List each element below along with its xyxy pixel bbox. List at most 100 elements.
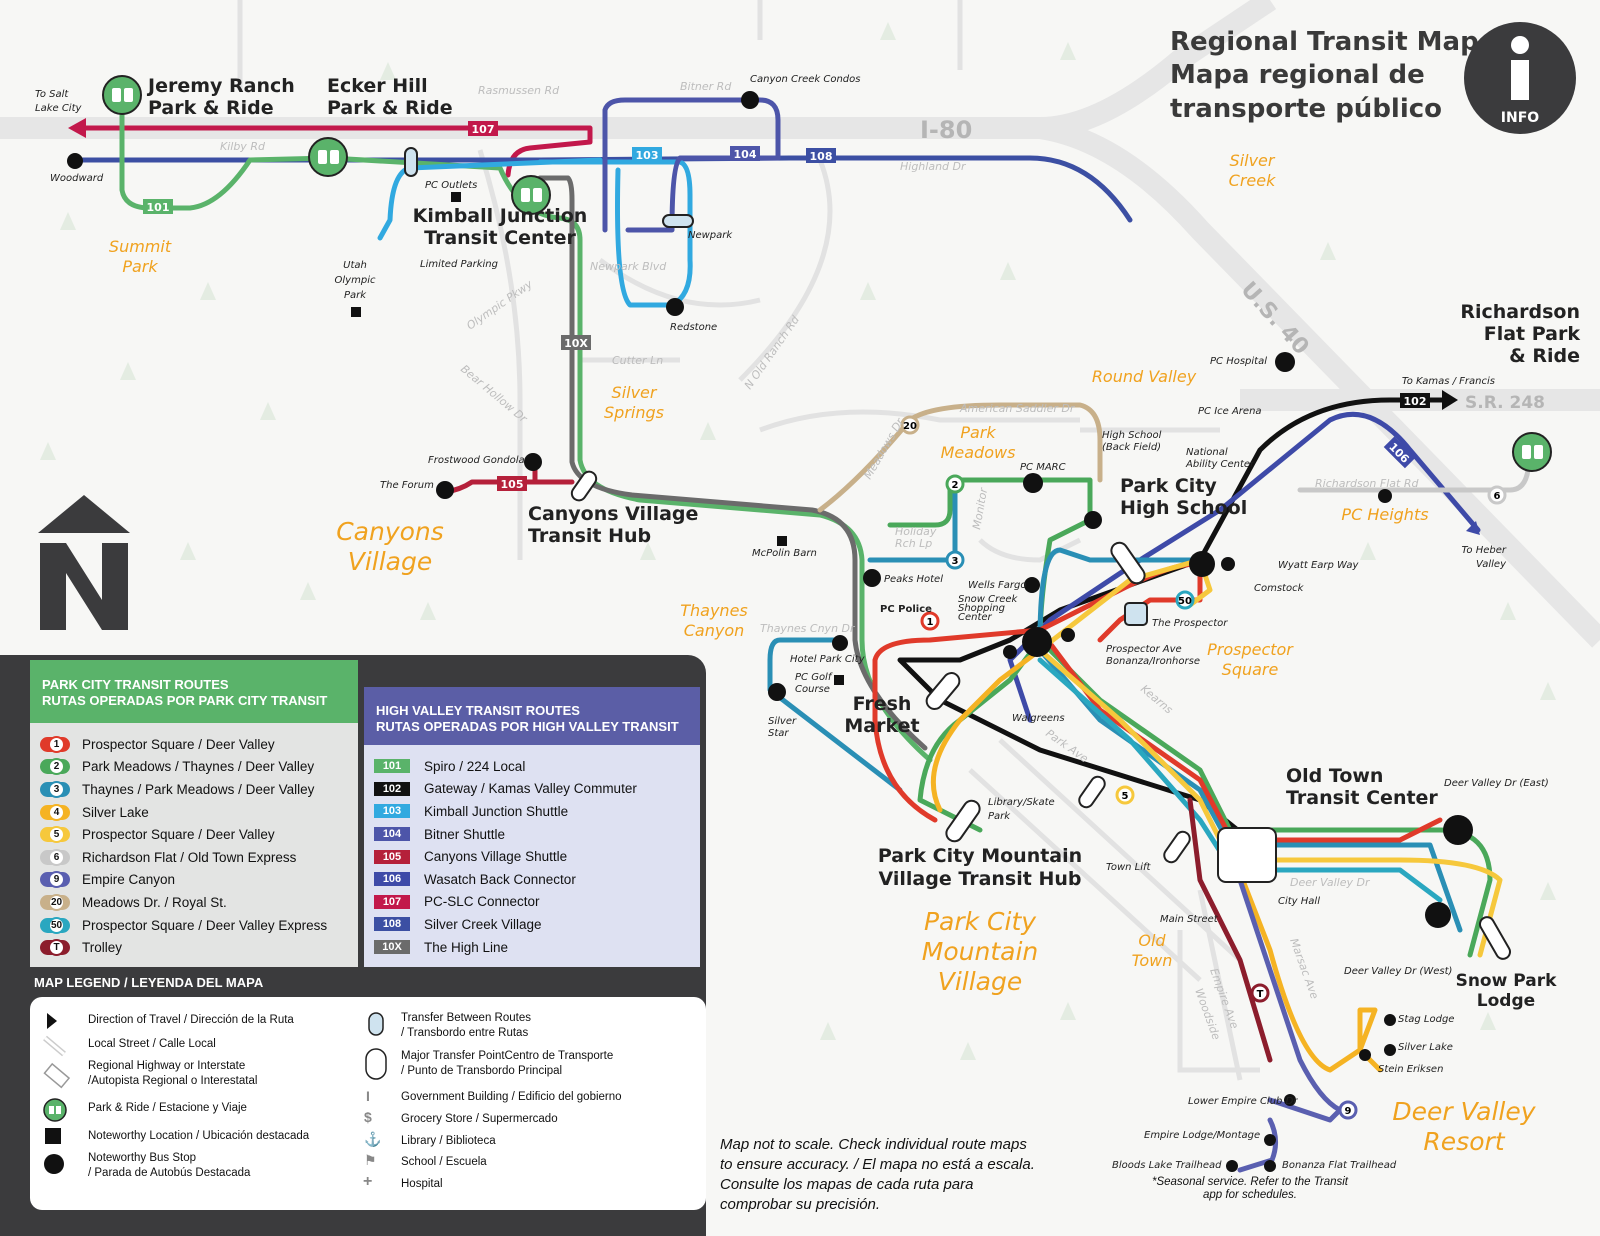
- route-104-line[interactable]: [602, 97, 781, 233]
- label-silver-lake: Silver Lake: [1398, 1042, 1453, 1053]
- info-button[interactable]: INFO: [1464, 22, 1576, 134]
- hv-route-item: 108 Silver Creek Village: [374, 913, 700, 936]
- route-pill-icon: 2: [40, 758, 70, 776]
- road-label-bitner: Bitner Rd: [680, 80, 732, 93]
- label-pc-marc: PC MARC: [1020, 462, 1066, 473]
- badge-10x: 10X: [564, 337, 588, 350]
- map-legend: Direction of Travel / Dirección de la Ru…: [30, 997, 706, 1210]
- route-3-line[interactable]: [767, 482, 1463, 933]
- hv-route-item: 107 PC-SLC Connector: [374, 891, 700, 914]
- route-pill-icon: T: [40, 939, 70, 957]
- route-badge: 101: [374, 759, 410, 774]
- route-pill-icon: 3: [40, 780, 70, 798]
- route-name: Park Meadows / Thaynes / Deer Valley: [82, 759, 315, 775]
- route-name: PC-SLC Connector: [424, 894, 540, 910]
- local-street-icon: [43, 1035, 66, 1057]
- legend-hospital: Hospital: [401, 1178, 443, 1190]
- svg-text:5: 5: [1122, 791, 1129, 802]
- tree-pattern: [40, 22, 1556, 1060]
- route-badge: 108: [374, 917, 410, 932]
- route-trolley-line[interactable]: [1187, 797, 1273, 1063]
- label-high-school-bf: High School(Back Field): [1102, 430, 1162, 453]
- road-label-kearns: Kearns: [1138, 682, 1175, 716]
- label-canyon-creek: Canyon Creek Condos: [750, 74, 860, 85]
- route-badge: 10X: [374, 940, 410, 955]
- badge-104: 104: [734, 148, 757, 161]
- route-name: Wasatch Back Connector: [424, 871, 576, 887]
- road-label-monitor: Monitor: [970, 486, 990, 531]
- legend-transfer: Transfer Between Routes / Transbordo ent…: [401, 1012, 531, 1039]
- route-50-line[interactable]: [1037, 657, 1443, 903]
- route-102-line[interactable]: [897, 397, 1453, 843]
- route-4-line[interactable]: [930, 647, 1383, 1073]
- badge-103: 103: [636, 149, 659, 162]
- route-pill-icon: 5: [40, 826, 70, 844]
- label-pc-outlets: PC Outlets: [425, 180, 477, 191]
- svg-text:9: 9: [1345, 1106, 1352, 1117]
- road-label-marsac: Marsac Ave: [1287, 937, 1321, 1001]
- route-6-line[interactable]: [1297, 467, 1531, 493]
- label-limited-parking: Limited Parking: [420, 259, 498, 270]
- route-badge: 102: [374, 781, 410, 796]
- label-pc-ice: PC Ice Arena: [1198, 406, 1262, 417]
- transfer-points[interactable]: [404, 147, 1513, 961]
- route-pill-icon: 9: [40, 871, 70, 889]
- route-9-line[interactable]: [1237, 877, 1343, 1173]
- badge-108: 108: [810, 150, 833, 163]
- route-108-line[interactable]: [75, 155, 1133, 223]
- label-empire-lodge: Empire Lodge/Montage: [1144, 1130, 1260, 1141]
- label-wells-fargo: Wells Fargo: [968, 580, 1026, 591]
- legend-library: Library / Biblioteca: [401, 1135, 496, 1147]
- direction-arrow-icon: [68, 118, 86, 138]
- seasonal-note: *Seasonal service. Refer to the Transit …: [1151, 1176, 1349, 1201]
- label-hotel-pc: Hotel Park City: [790, 654, 866, 665]
- road-label-olympic-pkwy: Olympic Pkwy: [464, 277, 535, 332]
- route-20-line[interactable]: [817, 402, 1103, 513]
- route-101-line[interactable]: [119, 92, 933, 763]
- label-to-kamas: To Kamas / Francis: [1402, 376, 1495, 387]
- bus-stops[interactable]: [67, 91, 1473, 1172]
- park-ride-icons[interactable]: [102, 75, 1552, 472]
- legend-local-street: Local Street / Calle Local: [88, 1038, 216, 1050]
- label-town-lift: Town Lift: [1106, 862, 1152, 873]
- bus-stop-icon: [44, 1154, 64, 1174]
- route-10x-line[interactable]: [537, 175, 928, 751]
- svg-text:T: T: [1257, 989, 1264, 1000]
- label-pc-police: PC Police: [880, 604, 932, 615]
- route-106-line[interactable]: [1007, 411, 1481, 723]
- route-name: Prospector Square / Deer Valley: [82, 736, 275, 752]
- label-wyatt-earp: Wyatt Earp Way: [1278, 560, 1360, 571]
- route-name: Empire Canyon: [82, 872, 176, 888]
- route-badge: 107: [374, 894, 410, 909]
- route-name: Silver Creek Village: [424, 916, 542, 932]
- road-label-newpark-blvd: Newpark Blvd: [590, 260, 667, 273]
- label-dv-east: Deer Valley Dr (East): [1444, 778, 1549, 789]
- road-label-highland: Highland Dr: [900, 160, 967, 173]
- label-stag-lodge: Stag Lodge: [1398, 1014, 1454, 1025]
- svg-text:Regional Transit Map /: Regional Transit Map /: [1170, 27, 1498, 57]
- label-dv-west: Deer Valley Dr (West): [1344, 966, 1452, 977]
- info-icon: [1511, 36, 1529, 54]
- route-name: Bitner Shuttle: [424, 826, 506, 842]
- route-badge: 104: [374, 827, 410, 842]
- route-107-line[interactable]: [77, 125, 593, 178]
